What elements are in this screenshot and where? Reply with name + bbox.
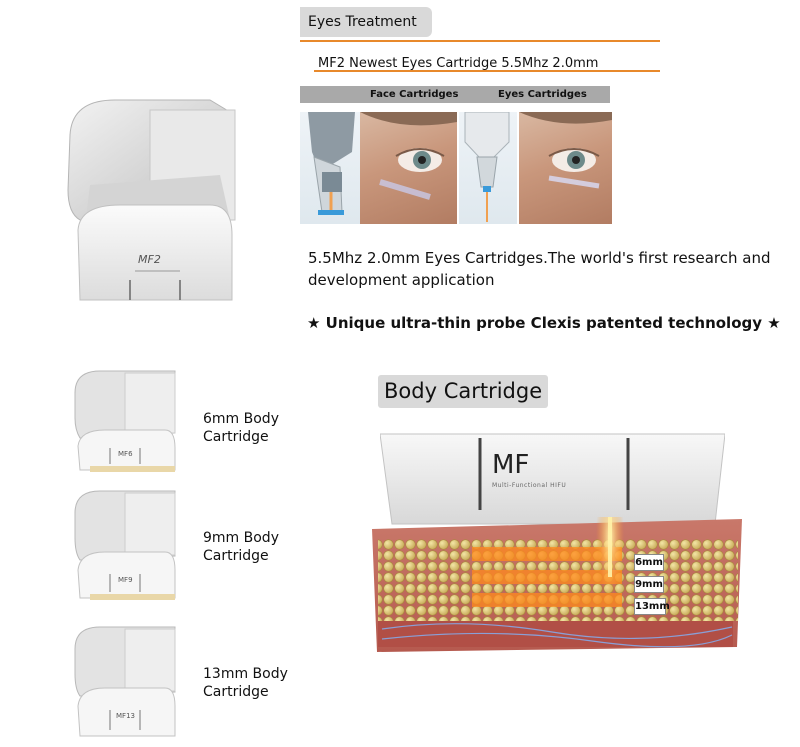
body-cartridge-title: Body Cartridge [378, 375, 549, 408]
depth-9mm-tag: 9mm [634, 576, 664, 593]
9mm-body-cartridge-label: 9mm Body Cartridge [203, 529, 279, 565]
orange-divider-top [300, 40, 660, 42]
body-cartridge-device: MF Multi-Functional HIFU [380, 432, 725, 527]
eyes-cartridge-description: 5.5Mhz 2.0mm Eyes Cartridges.The world's… [308, 249, 771, 289]
6mm-label-line2: Cartridge [203, 429, 269, 445]
depth-13mm-tag: 13mm [634, 598, 670, 615]
tissue-layers-illustration [372, 517, 742, 652]
6mm-body-cartridge-label: 6mm Body Cartridge [203, 410, 279, 446]
svg-text:MF2: MF2 [138, 253, 161, 266]
patent-technology-line: ★ Unique ultra-thin probe Clexis patente… [307, 314, 781, 332]
face-cartridges-label: Face Cartridges [370, 89, 459, 100]
depth-6mm-tag: 6mm [634, 554, 664, 571]
13mm-label-line1: 13mm Body [203, 666, 288, 682]
face-eye-photo [360, 112, 457, 224]
9mm-label-line1: 9mm Body [203, 530, 279, 546]
6mm-label-line1: 6mm Body [203, 411, 279, 427]
cartridge-compare-bar [300, 86, 610, 103]
13mm-body-cartridge-image: MF13 [74, 626, 176, 737]
13mm-body-cartridge-label: 13mm Body Cartridge [203, 665, 288, 701]
eyes-cartridge-photo [459, 112, 517, 224]
6mm-body-cartridge-image: MF6 [74, 370, 176, 472]
svg-text:MF9: MF9 [118, 576, 133, 584]
device-brand: MF [492, 450, 530, 480]
device-subtitle: Multi-Functional HIFU [492, 482, 567, 489]
mf2-cartridge-image: MF2 [67, 99, 236, 301]
svg-text:MF6: MF6 [118, 450, 133, 458]
svg-text:MF13: MF13 [116, 712, 135, 720]
9mm-label-line2: Cartridge [203, 548, 269, 564]
eyes-eye-photo [519, 112, 612, 224]
9mm-body-cartridge-image: MF9 [74, 490, 176, 600]
13mm-label-line2: Cartridge [203, 684, 269, 700]
orange-divider-bottom [314, 70, 660, 72]
face-cartridge-photo [300, 112, 360, 224]
eyes-cartridge-product-line: MF2 Newest Eyes Cartridge 5.5Mhz 2.0mm [318, 56, 599, 71]
eyes-cartridges-label: Eyes Cartridges [498, 89, 587, 100]
eyes-treatment-tag: Eyes Treatment [300, 7, 432, 37]
